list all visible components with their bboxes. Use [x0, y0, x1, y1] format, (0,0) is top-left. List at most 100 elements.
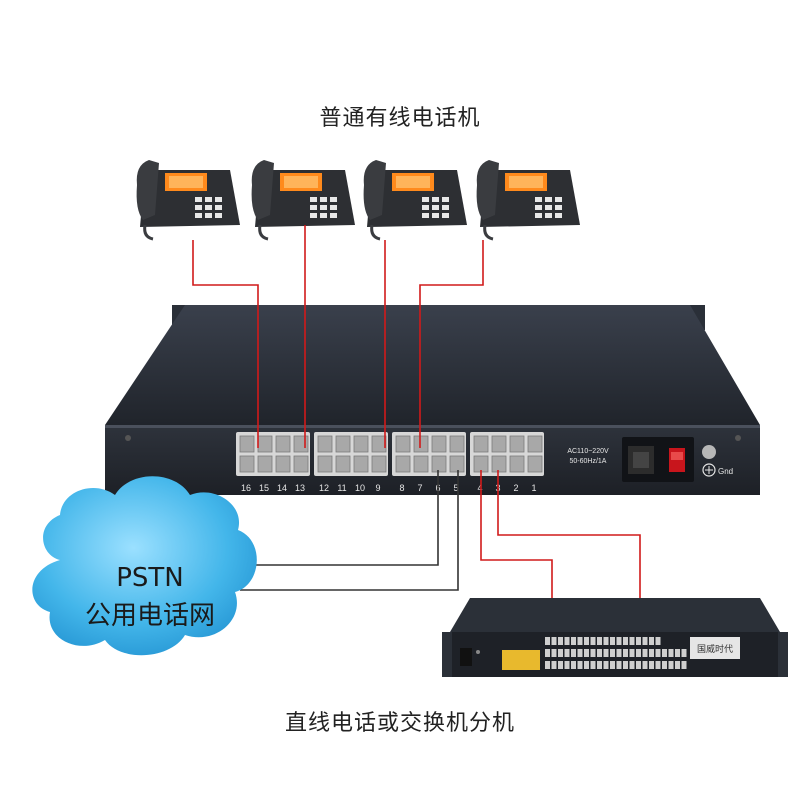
port-number-1: 1	[531, 483, 536, 493]
patch-panel-port	[591, 649, 596, 657]
rj11-socket	[414, 436, 428, 452]
patch-panel-port	[643, 661, 648, 669]
rj11-socket	[414, 456, 428, 472]
patch-panel-port	[643, 649, 648, 657]
patch-panel-port	[558, 637, 563, 645]
patch-panel-port	[545, 661, 550, 669]
patch-panel-port	[617, 649, 622, 657]
patch-panel-port	[623, 637, 628, 645]
telephone-1	[137, 160, 240, 239]
port-number-14: 14	[277, 483, 287, 493]
patch-panel-port	[565, 661, 570, 669]
device-top	[105, 305, 760, 425]
rj11-socket	[450, 436, 464, 452]
patch-panel-port	[552, 637, 557, 645]
patch-panel-port	[656, 649, 661, 657]
rj11-socket	[510, 436, 524, 452]
rj11-socket	[240, 456, 254, 472]
patch-panel-port	[656, 637, 661, 645]
patch-panel-port	[597, 649, 602, 657]
rj11-socket	[432, 456, 446, 472]
patch-panel-port	[610, 637, 615, 645]
patch-panel-port	[630, 661, 635, 669]
telephone-3	[364, 160, 467, 239]
patch-panel-port	[552, 649, 557, 657]
rj11-socket	[318, 436, 332, 452]
patch-panel-top	[450, 598, 780, 632]
rj11-socket	[294, 456, 308, 472]
patch-panel-port	[636, 637, 641, 645]
telephone-4	[477, 160, 580, 239]
patch-panel-port	[604, 649, 609, 657]
patch-panel-port	[578, 637, 583, 645]
patch-panel-port	[552, 661, 557, 669]
patch-panel-port	[610, 649, 615, 657]
patch-panel-port	[571, 637, 576, 645]
patch-panel-port	[578, 661, 583, 669]
patch-panel-port	[636, 649, 641, 657]
power-spec-line1: AC110~220V	[567, 448, 609, 455]
port-number-15: 15	[259, 483, 269, 493]
extension-label: 直线电话或交换机分机	[0, 705, 800, 737]
patch-panel-port	[643, 637, 648, 645]
ordinary-phones-label: 普通有线电话机	[0, 100, 800, 132]
patch-panel-port	[578, 649, 583, 657]
ground-label: Gnd	[718, 467, 733, 476]
patch-panel-port	[636, 661, 641, 669]
patch-panel-port	[662, 661, 667, 669]
patch-panel-port	[610, 661, 615, 669]
patch-panel-port	[669, 661, 674, 669]
rj11-socket	[396, 436, 410, 452]
rj11-socket	[336, 436, 350, 452]
patch-panel-port	[630, 649, 635, 657]
rj11-socket	[372, 436, 386, 452]
patch-panel-port	[591, 661, 596, 669]
port-number-2: 2	[513, 483, 518, 493]
patch-panel-port	[558, 661, 563, 669]
patch-panel-port	[545, 637, 550, 645]
patch-panel-port	[584, 637, 589, 645]
patch-panel-port	[623, 649, 628, 657]
rj11-socket	[258, 456, 272, 472]
patch-panel-port	[617, 637, 622, 645]
patch-panel-port	[597, 661, 602, 669]
rj11-socket	[492, 436, 506, 452]
patch-panel-port	[623, 661, 628, 669]
patch-panel-port	[656, 661, 661, 669]
patch-panel-port	[682, 649, 687, 657]
patch-panel-port	[675, 661, 680, 669]
patch-panel-port	[571, 661, 576, 669]
rj11-socket	[354, 436, 368, 452]
rj11-socket	[276, 436, 290, 452]
patch-panel-yellow-ports	[502, 650, 540, 670]
patch-panel-port	[597, 637, 602, 645]
ground-screw-icon	[702, 445, 716, 459]
patch-panel-port	[558, 649, 563, 657]
rj11-socket	[240, 436, 254, 452]
patch-panel-port	[604, 661, 609, 669]
rj11-socket	[396, 456, 410, 472]
patch-panel-port	[669, 649, 674, 657]
rj11-socket	[492, 456, 506, 472]
pstn-label: PSTN	[55, 563, 245, 593]
patch-panel-port	[649, 637, 654, 645]
patch-panel-port	[571, 649, 576, 657]
rj11-socket	[528, 436, 542, 452]
patch-panel-port	[584, 661, 589, 669]
port-number-13: 13	[295, 483, 305, 493]
patch-panel-port	[682, 661, 687, 669]
patch-panel-port	[649, 661, 654, 669]
voice-gateway-device: 16 15 14 13 12 11 10 9 8 7 6 5 4 3 2 1 A…	[105, 305, 760, 495]
patch-panel-port	[565, 649, 570, 657]
patch-panel-port	[591, 637, 596, 645]
patch-panel-port	[649, 649, 654, 657]
rj11-socket	[336, 456, 350, 472]
port-number-7: 7	[417, 483, 422, 493]
port-number-8: 8	[399, 483, 404, 493]
patch-panel-port	[565, 637, 570, 645]
port-number-10: 10	[355, 483, 365, 493]
rj11-socket	[294, 436, 308, 452]
patch-panel-device: 国威时代	[442, 598, 788, 677]
rj11-socket	[354, 456, 368, 472]
patch-panel-port	[675, 649, 680, 657]
